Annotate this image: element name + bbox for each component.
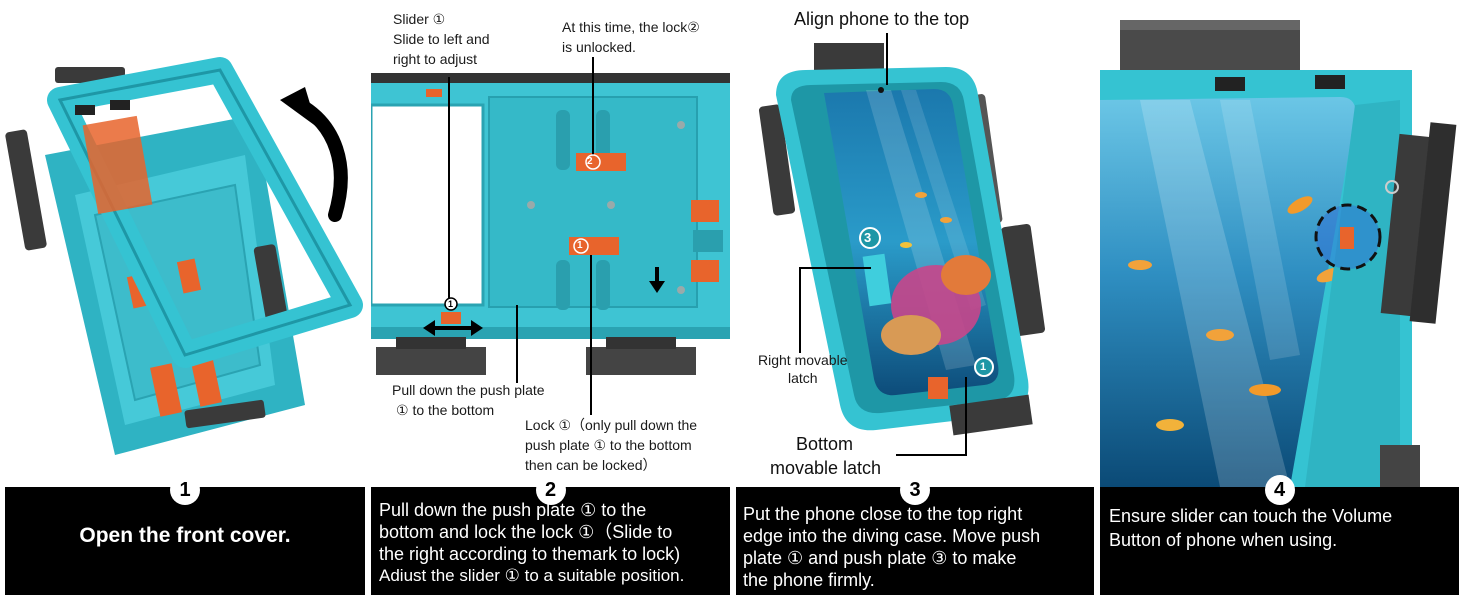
bottom-latch-note-1: Bottom bbox=[796, 434, 854, 454]
slider-marker: 1 bbox=[448, 299, 454, 309]
open-cover-illustration bbox=[5, 57, 363, 455]
step-1-number: 1 bbox=[170, 475, 200, 505]
lock-2-marker: 2 bbox=[587, 156, 593, 167]
lock-2-note-1: At this time, the lock② bbox=[562, 19, 700, 35]
bottom-latch-note-2: movable latch bbox=[770, 458, 882, 478]
push-plate-1-marker: 1 bbox=[980, 361, 987, 373]
lock-1-note-2: push plate ① to the bottom bbox=[525, 437, 692, 453]
lock-1-note-1: Lock ①（only pull down the bbox=[525, 417, 698, 433]
step-1-panel: Open the front cover. 1 bbox=[5, 5, 365, 595]
push-plate-note-2: ① to the bottom bbox=[396, 402, 495, 418]
step-3-caption-line-2: edge into the diving case. Move push bbox=[743, 526, 1041, 546]
insert-phone-illustration bbox=[758, 33, 1045, 456]
push-plate-note-1: Pull down the push plate bbox=[392, 382, 545, 398]
step-3-caption-line-3: plate ① and push plate ③ to make bbox=[743, 548, 1017, 568]
step-2-caption-box: Pull down the push plate ① to the bottom… bbox=[371, 487, 730, 595]
step-2-number: 2 bbox=[535, 475, 566, 505]
slider-desc-1: Slide to left and bbox=[393, 31, 490, 47]
lock-1-note-3: then can be locked） bbox=[525, 457, 657, 473]
push-plate-3-marker: 3 bbox=[864, 230, 872, 245]
step-4-number: 4 bbox=[1264, 475, 1295, 505]
lock-plate-illustration bbox=[371, 57, 730, 415]
step-3-caption-line-4: the phone firmly. bbox=[743, 570, 875, 590]
step-4-caption-box: Ensure slider can touch the Volume Butto… bbox=[1100, 487, 1459, 595]
slider-title: Slider ① bbox=[393, 11, 446, 27]
step-3-caption-box: Put the phone close to the top right edg… bbox=[736, 487, 1094, 595]
slider-desc-2: right to adjust bbox=[393, 51, 478, 67]
step-2-caption-line-3: the right according to themark to lock) bbox=[379, 544, 681, 564]
step-2-caption-line-4: Adiust the slider ① to a suitable positi… bbox=[379, 566, 685, 585]
step-3-number: 3 bbox=[900, 475, 930, 505]
align-note: Align phone to the top bbox=[794, 9, 970, 29]
volume-slider-illustration bbox=[1100, 20, 1457, 487]
step-4-caption-line-2: Button of phone when using. bbox=[1109, 530, 1338, 550]
right-latch-note-2: latch bbox=[788, 370, 818, 386]
step-2-panel: 2 1 1 Slider ① Slide to left and right t… bbox=[371, 5, 730, 595]
step-4-panel: Ensure slider can touch the Volume Butto… bbox=[1100, 5, 1459, 595]
lock-1-marker: 1 bbox=[577, 240, 583, 251]
step-2-caption-line-2: bottom and lock the lock ①（Slide to bbox=[379, 522, 673, 542]
lock-2-note-2: is unlocked. bbox=[562, 39, 636, 55]
step-2-caption-line-1: Pull down the push plate ① to the bbox=[379, 500, 647, 520]
step-3-caption-line-1: Put the phone close to the top right bbox=[743, 504, 1023, 524]
right-latch-note-1: Right movable bbox=[758, 352, 848, 368]
step-4-caption-line-1: Ensure slider can touch the Volume bbox=[1109, 506, 1393, 526]
step-3-panel: 3 1 Align phone to the top Right movable… bbox=[736, 5, 1094, 595]
step-1-caption-box: Open the front cover. bbox=[5, 487, 365, 595]
step-1-caption: Open the front cover. bbox=[79, 524, 291, 547]
